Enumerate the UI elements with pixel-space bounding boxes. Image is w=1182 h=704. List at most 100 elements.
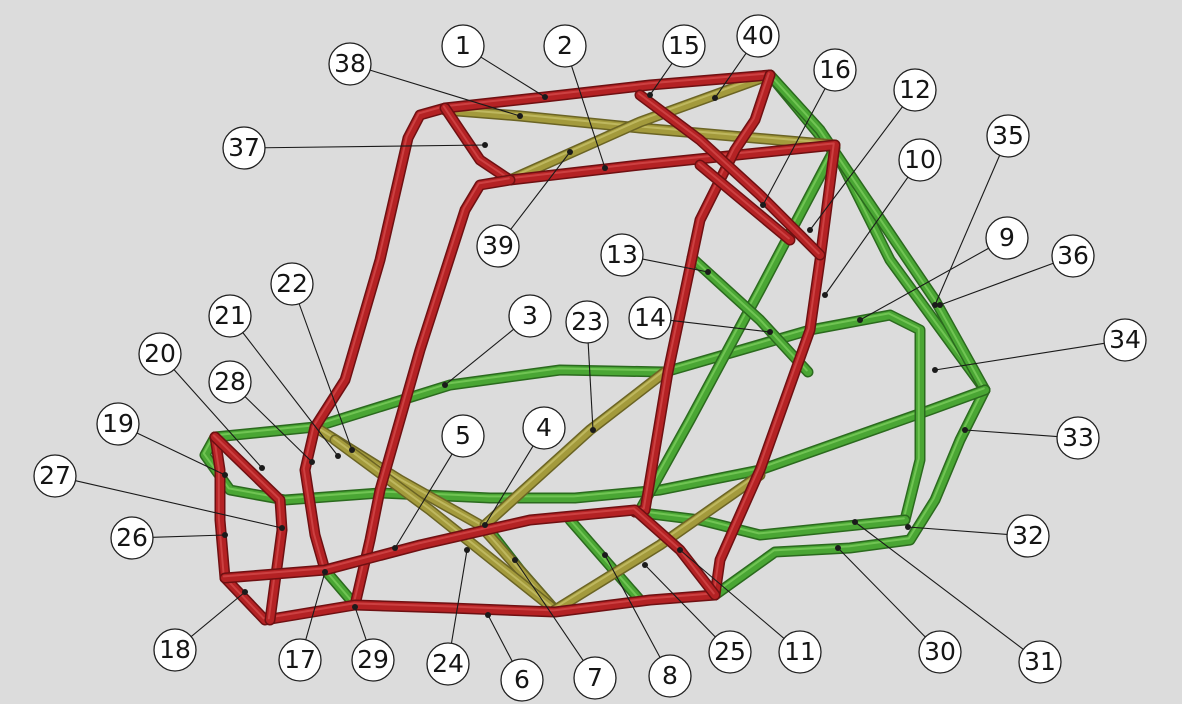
callout-38: 38	[328, 42, 372, 86]
callout-27: 27	[33, 454, 77, 498]
tube-member	[686, 252, 814, 378]
tube-highlight	[767, 72, 985, 390]
callout-21: 21	[208, 294, 252, 338]
callout-number: 29	[357, 645, 389, 674]
callout-28: 28	[208, 360, 252, 404]
callout-18: 18	[153, 628, 197, 672]
tube-highlight	[302, 72, 770, 570]
callout-circle	[985, 216, 1029, 260]
leader-line	[173, 369, 263, 469]
callout-circle	[986, 114, 1030, 158]
leader-anchor-dot	[512, 557, 518, 563]
leader-anchor-dot	[647, 92, 653, 98]
tube-body	[711, 386, 989, 599]
callout-circle	[426, 642, 470, 686]
leader-anchor-dot	[322, 569, 328, 575]
callout-circle	[628, 296, 672, 340]
callout-number: 4	[536, 413, 552, 442]
leader-anchor-dot	[962, 427, 968, 433]
callout-number: 2	[557, 31, 573, 60]
leader-line	[714, 52, 747, 99]
leader-anchor-dot	[464, 547, 470, 553]
callout-circle	[918, 630, 962, 674]
tube-highlight	[212, 312, 920, 520]
callout-number: 15	[668, 31, 700, 60]
callout-29: 29	[351, 638, 395, 682]
callout-11: 11	[778, 630, 822, 674]
leader-anchor-dot	[222, 532, 228, 538]
leader-anchor-dot	[677, 547, 683, 553]
callout-3: 3	[508, 294, 552, 338]
leader-line	[907, 526, 1008, 535]
tube-body	[551, 471, 764, 614]
callout-39: 39	[476, 224, 520, 268]
leader-anchor-dot	[482, 522, 488, 528]
leader-anchor-dot	[932, 302, 938, 308]
leader-line	[859, 247, 989, 321]
leader-line	[369, 69, 521, 117]
leader-anchor-dot	[279, 525, 285, 531]
leader-anchor-dot	[807, 227, 813, 233]
leader-line	[510, 151, 571, 230]
leader-anchor-dot	[760, 202, 766, 208]
callout-31: 31	[1018, 640, 1062, 684]
tube-highlight	[567, 517, 640, 600]
callout-circle	[153, 628, 197, 672]
callout-33: 33	[1056, 416, 1100, 460]
leader-anchor-dot	[309, 459, 315, 465]
leader-line	[587, 342, 594, 431]
tube-highlight	[212, 434, 715, 620]
callout-number: 1	[455, 31, 471, 60]
leader-line	[934, 342, 1105, 371]
callout-number: 7	[587, 663, 603, 692]
callout-25: 25	[708, 630, 752, 674]
leader-anchor-dot	[349, 447, 355, 453]
callout-36: 36	[1051, 234, 1095, 278]
callout-number: 10	[904, 145, 936, 174]
leader-line	[298, 303, 353, 451]
callout-circle	[33, 454, 77, 498]
leader-anchor-dot	[567, 149, 573, 155]
callout-number: 5	[455, 421, 471, 450]
tube-member	[439, 102, 841, 601]
callout-circle	[110, 516, 154, 560]
callout-9: 9	[985, 216, 1029, 260]
leader-line	[136, 432, 226, 476]
leader-anchor-dot	[392, 545, 398, 551]
tube-body	[351, 176, 514, 609]
tube-body	[631, 71, 774, 516]
leader-anchor-dot	[822, 292, 828, 298]
leader-line	[964, 429, 1058, 438]
leader-anchor-dot	[442, 382, 448, 388]
callout-circle	[270, 262, 314, 306]
callout-circle	[543, 24, 587, 68]
callout-circle	[328, 42, 372, 86]
callout-14: 14	[628, 296, 672, 340]
leader-anchor-dot	[932, 367, 938, 373]
callout-number: 24	[432, 649, 464, 678]
leader-anchor-dot	[937, 302, 943, 308]
callout-number: 32	[1012, 521, 1044, 550]
callout-20: 20	[138, 332, 182, 376]
callout-number: 25	[714, 637, 746, 666]
callout-15: 15	[662, 24, 706, 68]
callout-7: 7	[573, 656, 617, 700]
leader-anchor-dot	[335, 453, 341, 459]
callout-circle	[1051, 234, 1095, 278]
callout-16: 16	[813, 48, 857, 92]
callout-17: 17	[278, 638, 322, 682]
leader-line	[934, 155, 1001, 306]
callout-19: 19	[96, 402, 140, 446]
callout-circle	[278, 638, 322, 682]
callout-number: 9	[999, 223, 1015, 252]
callout-circle	[893, 68, 937, 112]
callout-circle	[1018, 640, 1062, 684]
leader-line	[809, 106, 903, 231]
callout-number: 37	[228, 133, 260, 162]
leader-line	[854, 521, 1024, 650]
callout-24: 24	[426, 642, 470, 686]
callout-circle	[96, 402, 140, 446]
callout-2: 2	[543, 24, 587, 68]
callout-circle	[351, 638, 395, 682]
callout-number: 33	[1062, 423, 1094, 452]
